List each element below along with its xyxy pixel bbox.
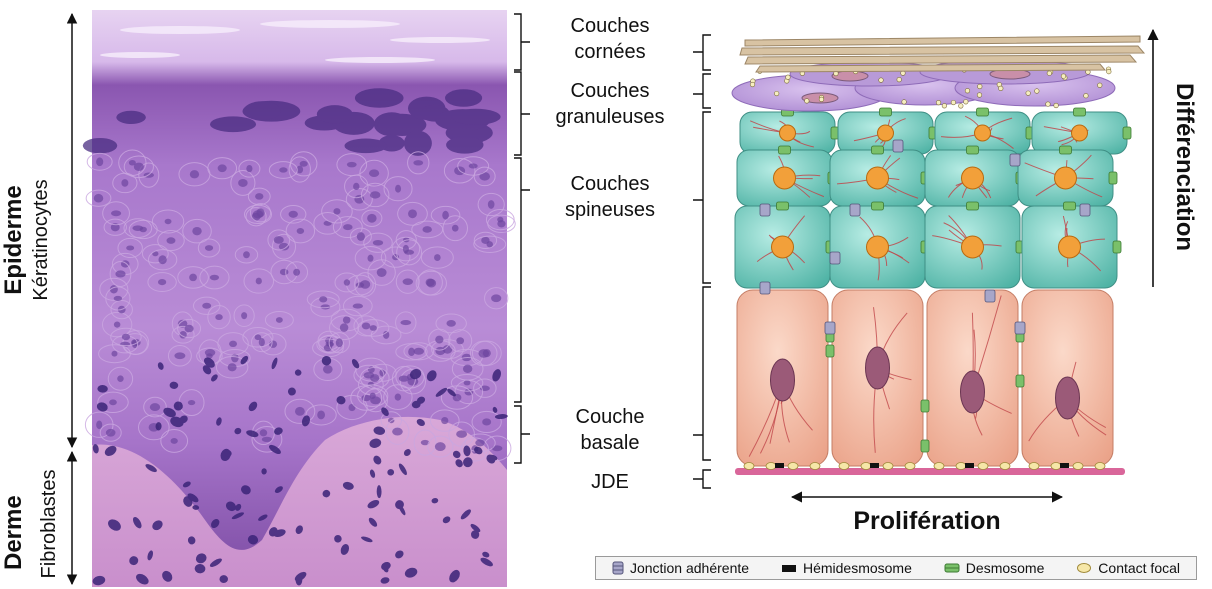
granuleuses-line-1: Couches	[540, 78, 680, 104]
focal-contact-icon	[1076, 562, 1092, 574]
fibroblastes-label: Fibroblastes	[38, 459, 62, 589]
legend: Jonction adhérente Hémidesmosome Desmoso…	[595, 556, 1197, 580]
spineuses-label: Couches spineuses	[540, 171, 680, 223]
basale-line-1: Couche	[540, 404, 680, 430]
proliferation-label: Prolifération	[787, 507, 1067, 536]
cornified-layer	[740, 36, 1144, 72]
histology-image	[83, 10, 515, 587]
granuleuses-label: Couches granuleuses	[540, 78, 680, 130]
hemidesmosome-icon	[781, 563, 797, 573]
legend-label-desmosome: Desmosome	[966, 560, 1045, 576]
legend-item-adherens: Jonction adhérente	[612, 560, 749, 576]
differenciation-label: Différenciation	[1168, 67, 1198, 267]
cornees-label: Couches cornées	[540, 13, 680, 65]
histology-layer-brackets	[514, 14, 530, 463]
keratinocytes-label: Kératinocytes	[30, 170, 54, 310]
basale-label: Couche basale	[540, 404, 680, 456]
epidermis-schematic	[732, 36, 1144, 475]
spineuses-line-2: spineuses	[540, 197, 680, 223]
desmosome-icon	[944, 562, 960, 574]
adherens-junction-icon	[612, 561, 624, 575]
legend-item-hemidesmosome: Hémidesmosome	[781, 560, 912, 576]
jde-label: JDE	[540, 469, 680, 495]
legend-item-focal-contact: Contact focal	[1076, 560, 1180, 576]
diagram-layer-brackets	[693, 35, 711, 488]
epiderme-label: Epiderme	[0, 180, 30, 300]
legend-item-desmosome: Desmosome	[944, 560, 1045, 576]
spineuses-line-1: Couches	[540, 171, 680, 197]
cornees-line-2: cornées	[540, 39, 680, 65]
cornees-line-1: Couches	[540, 13, 680, 39]
granuleuses-line-2: granuleuses	[540, 104, 680, 130]
legend-label-adherens: Jonction adhérente	[630, 560, 749, 576]
basale-line-2: basale	[540, 430, 680, 456]
legend-label-focal-contact: Contact focal	[1098, 560, 1180, 576]
legend-label-hemidesmosome: Hémidesmosome	[803, 560, 912, 576]
derme-label: Derme	[0, 500, 30, 570]
